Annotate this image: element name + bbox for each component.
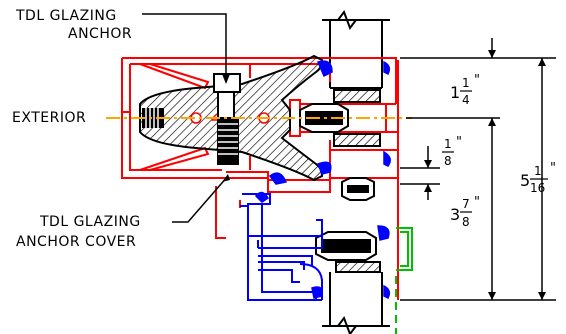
label-anchor-line1: TDL GLAZING xyxy=(15,8,117,24)
dimension-1-8: 1 8 " xyxy=(442,135,462,168)
svg-text:": " xyxy=(474,195,480,210)
dimension-5-1-16: 5 1 16 " xyxy=(520,161,556,195)
fastener xyxy=(213,73,241,165)
label-anchor-line2: ANCHOR xyxy=(68,26,132,42)
svg-text:": " xyxy=(456,135,462,150)
glass-mullion xyxy=(322,9,390,334)
dimension-arrows xyxy=(424,50,546,300)
svg-text:4: 4 xyxy=(462,93,470,107)
glazing-gaskets xyxy=(255,60,391,300)
svg-text:": " xyxy=(474,73,480,88)
svg-text:1: 1 xyxy=(444,137,452,151)
svg-text:7: 7 xyxy=(462,197,470,211)
leader-lines xyxy=(142,13,229,223)
svg-text:5: 5 xyxy=(520,171,530,190)
dimension-1-1-4: 1 1 4 " xyxy=(450,73,480,107)
svg-text:8: 8 xyxy=(444,154,452,168)
setting-blocks xyxy=(333,89,381,273)
svg-text:1: 1 xyxy=(462,76,470,90)
label-cover-line1: TDL GLAZING xyxy=(39,214,141,230)
svg-text:3: 3 xyxy=(450,205,460,224)
dimension-3-7-8: 3 7 8 " xyxy=(450,195,480,229)
frame-extrusion xyxy=(240,193,323,301)
svg-text:8: 8 xyxy=(462,215,470,229)
weather-seal xyxy=(395,227,413,334)
leader-arrows xyxy=(222,74,230,182)
svg-text:": " xyxy=(550,161,556,176)
label-exterior: EXTERIOR xyxy=(12,110,86,126)
anchor-cover-profile xyxy=(121,57,399,300)
svg-text:1: 1 xyxy=(450,83,460,102)
svg-text:1: 1 xyxy=(534,164,542,178)
svg-text:16: 16 xyxy=(530,181,545,195)
label-cover-line2: ANCHOR COVER xyxy=(16,234,136,250)
